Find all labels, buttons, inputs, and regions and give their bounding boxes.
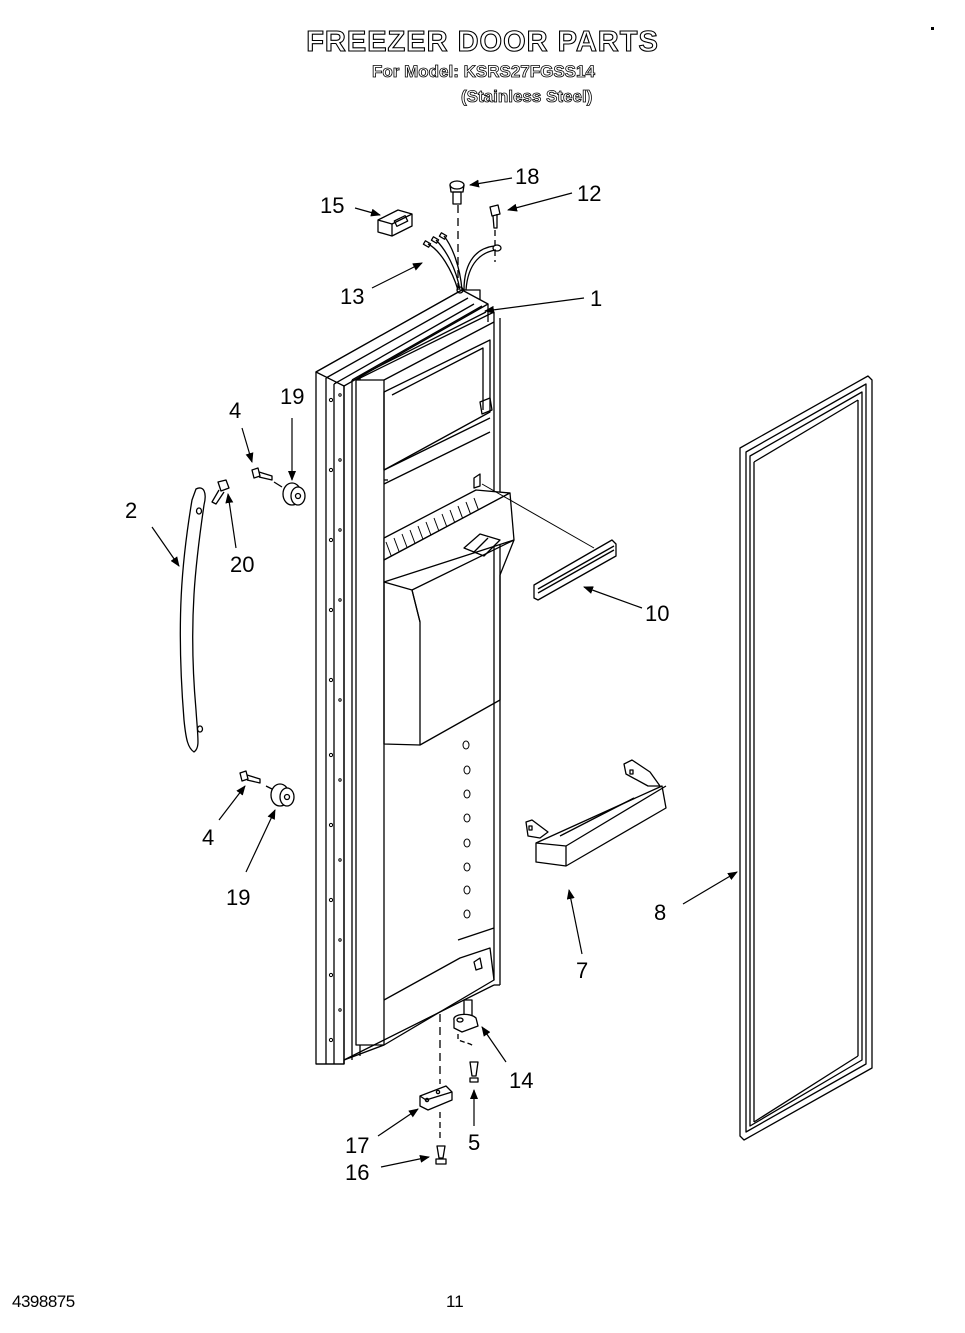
leader-12: [507, 192, 573, 212]
callout-12: 12: [577, 181, 601, 206]
upper-spacer-19: [282, 482, 306, 506]
callout-20: 20: [230, 552, 254, 577]
callout-18: 18: [515, 164, 539, 189]
callout-7: 7: [576, 958, 588, 983]
lower-spacer-19: [270, 783, 295, 807]
leader-4a: [241, 427, 254, 463]
page-title: FREEZER DOOR PARTS: [306, 25, 659, 58]
document-number: 4398875: [12, 1292, 75, 1311]
leader-4b: [218, 785, 246, 821]
callout-10: 10: [645, 601, 669, 626]
leader-17: [377, 1108, 419, 1137]
scan-speck: [931, 27, 934, 30]
upper-screw-4: [251, 467, 283, 488]
leader-1: [484, 297, 585, 314]
callout-8: 8: [654, 900, 666, 925]
callout-15: 15: [320, 193, 344, 218]
finish-line: (Stainless Steel): [461, 87, 593, 107]
plug-part: [449, 180, 465, 290]
wire-harness: [422, 232, 502, 291]
door-gasket-part: [739, 375, 873, 1141]
leader-7: [566, 889, 583, 955]
leader-20: [225, 493, 237, 549]
leader-10: [583, 586, 643, 609]
door-shelf-part: [525, 759, 667, 867]
lower-hinge-pin-part: [453, 999, 479, 1047]
callout-4-lower: 4: [202, 825, 214, 850]
callout-13: 13: [340, 284, 364, 309]
lower-screw-4: [239, 770, 275, 791]
callout-19-upper: 19: [280, 384, 304, 409]
handle-part: [179, 487, 206, 753]
connector-part: [377, 209, 413, 237]
callout-17: 17: [345, 1133, 369, 1158]
callout-16: 16: [345, 1160, 369, 1185]
leader-16: [380, 1154, 430, 1168]
door-assembly: [315, 286, 515, 1065]
leader-2: [151, 526, 180, 567]
hinge-screw-5: [469, 1061, 479, 1083]
callout-5: 5: [468, 1130, 480, 1155]
leader-8: [682, 871, 738, 905]
stop-screw-16: [435, 1145, 447, 1165]
callout-2: 2: [125, 498, 137, 523]
callout-14: 14: [509, 1068, 533, 1093]
ground-screw-part: [489, 204, 501, 262]
page-number: 11: [446, 1292, 464, 1311]
leader-18: [469, 177, 513, 188]
callout-4-upper: 4: [229, 398, 241, 423]
callout-19-lower: 19: [226, 885, 250, 910]
handle-screw-20: [211, 479, 230, 505]
callout-1: 1: [590, 286, 602, 311]
leader-14: [481, 1026, 507, 1063]
model-line: For Model: KSRS27FGSS14: [372, 62, 596, 82]
leader-15: [354, 207, 381, 217]
trim-strip-part: [481, 483, 617, 601]
leader-13: [371, 262, 423, 289]
leader-19b: [245, 809, 276, 873]
door-stop-part: [419, 1014, 453, 1140]
